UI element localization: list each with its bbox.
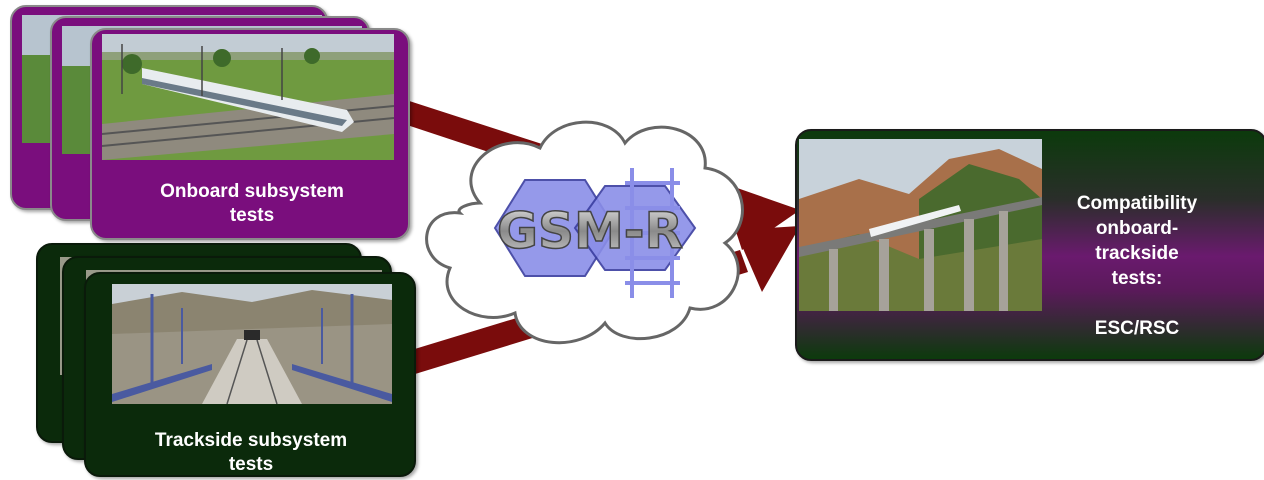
- gsmr-logo: GSM-R: [493, 168, 697, 298]
- trackside-arrowhead: [735, 226, 800, 292]
- trackside-card-front: Trackside subsystem tests: [84, 272, 416, 477]
- viaduct-train-photo: [799, 139, 1042, 311]
- trackside-railway-photo: [112, 284, 392, 404]
- gsmr-logo-text: GSM-R: [497, 202, 683, 260]
- highspeed-train-photo: [102, 34, 394, 160]
- compatibility-card: Compatibility onboard- trackside tests: …: [795, 129, 1264, 361]
- onboard-label: Onboard subsystem tests: [160, 181, 344, 226]
- gsmr-network-cloud: GSM-R: [425, 120, 744, 345]
- onboard-card-front: Onboard subsystem tests: [90, 28, 410, 240]
- trackside-label: Trackside subsystem tests: [154, 430, 348, 475]
- compatibility-label: Compatibility onboard- trackside tests: …: [1076, 193, 1198, 339]
